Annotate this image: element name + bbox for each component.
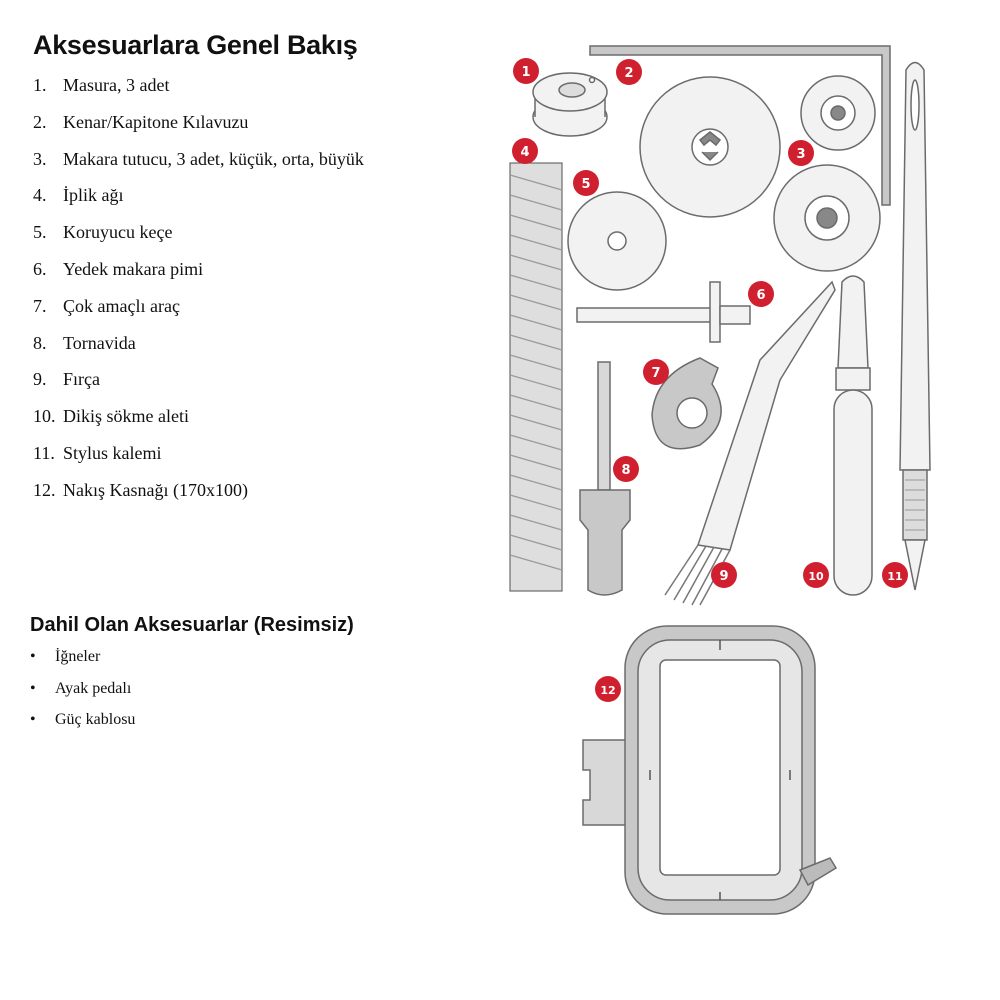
list-item: 8. Tornavida xyxy=(33,331,364,368)
badge-7: 7 xyxy=(643,359,669,385)
item-number: 8. xyxy=(33,332,47,353)
badge-12: 12 xyxy=(595,676,621,702)
bullet-icon: • xyxy=(30,711,36,728)
item-text: Masura, 3 adet xyxy=(63,75,170,95)
item-text: Makara tutucu, 3 adet, küçük, orta, büyü… xyxy=(63,148,364,169)
bullet-text: Ayak pedalı xyxy=(55,679,132,697)
svg-text:12: 12 xyxy=(600,684,615,697)
svg-text:8: 8 xyxy=(621,463,630,478)
item-text: Kenar/Kapitone Kılavuzu xyxy=(63,111,249,132)
bullet-icon: • xyxy=(30,679,36,697)
bullet-item: • Ayak pedalı xyxy=(30,678,135,710)
bobbin-illustration xyxy=(532,72,608,137)
item-text: Dikiş sökme aleti xyxy=(63,406,189,427)
bullet-text: Güç kablosu xyxy=(55,711,136,728)
item-text: Yedek makara pimi xyxy=(63,258,204,279)
badge-4: 4 xyxy=(512,138,538,164)
item-text: Koruyucu keçe xyxy=(63,222,173,243)
spool-cap-small-illustration xyxy=(800,75,876,151)
badge-2: 2 xyxy=(616,59,642,85)
bullet-icon: • xyxy=(30,648,36,665)
item-number: 11. xyxy=(33,442,55,463)
list-item: 1. Masura, 3 adet xyxy=(33,73,364,110)
item-number: 5. xyxy=(33,222,47,243)
item-number: 2. xyxy=(33,111,47,132)
list-item: 4. İplik ağı xyxy=(33,183,364,220)
included-title: Dahil Olan Aksesuarlar (Resimsiz) xyxy=(30,614,354,636)
badge-8: 8 xyxy=(613,456,639,482)
list-item: 3. Makara tutucu, 3 adet, küçük, orta, bü… xyxy=(33,147,364,184)
spool-pin-illustration xyxy=(576,281,751,343)
item-text: Tornavida xyxy=(63,332,136,353)
item-text: Çok amaçlı araç xyxy=(63,295,180,316)
bullet-item: • İğneler xyxy=(30,646,135,678)
badge-9: 9 xyxy=(711,562,737,588)
item-number: 6. xyxy=(33,258,47,279)
item-number: 9. xyxy=(33,369,47,390)
list-item: 9. Fırça xyxy=(33,367,364,404)
item-number: 10. xyxy=(33,406,56,427)
list-item: 6. Yedek makara pimi xyxy=(33,257,364,294)
included-list: • İğneler • Ayak pedalı • Güç kablosu xyxy=(30,646,135,741)
badge-3: 3 xyxy=(788,140,814,166)
list-item: 11. Stylus kalemi xyxy=(33,441,364,478)
item-text: Fırça xyxy=(63,369,100,390)
badge-5: 5 xyxy=(573,170,599,196)
brush-illustration xyxy=(664,280,836,606)
svg-text:6: 6 xyxy=(756,288,765,303)
felt-illustration xyxy=(567,191,667,291)
svg-text:10: 10 xyxy=(808,570,824,583)
svg-text:4: 4 xyxy=(520,145,529,160)
bullet-item: • Güç kablosu xyxy=(30,709,135,741)
svg-text:2: 2 xyxy=(624,66,633,81)
spool-cap-large-illustration xyxy=(639,76,781,218)
item-text: Nakış Kasnağı (170x100) xyxy=(63,479,248,500)
svg-text:5: 5 xyxy=(581,177,590,192)
list-item: 2. Kenar/Kapitone Kılavuzu xyxy=(33,110,364,147)
badge-11: 11 xyxy=(882,562,908,588)
item-text: İplik ağı xyxy=(63,185,124,206)
list-item: 5. Koruyucu keçe xyxy=(33,220,364,257)
list-item: 12. Nakış Kasnağı (170x100) xyxy=(33,478,364,515)
list-item: 7. Çok amaçlı araç xyxy=(33,294,364,331)
svg-text:3: 3 xyxy=(796,147,805,162)
bullet-text: İğneler xyxy=(55,648,101,665)
badge-6: 6 xyxy=(748,281,774,307)
multipurpose-tool-illustration xyxy=(651,357,722,450)
quilting-guide-illustration xyxy=(589,45,891,206)
item-text: Stylus kalemi xyxy=(63,442,162,463)
badge-1: 1 xyxy=(513,58,539,84)
page-title: Aksesuarlara Genel Bakış xyxy=(33,30,358,60)
item-number: 4. xyxy=(33,185,47,206)
embroidery-hoop-illustration xyxy=(582,625,838,915)
list-item: 10. Dikiş sökme aleti xyxy=(33,404,364,441)
item-number: 1. xyxy=(33,75,47,95)
screwdriver-illustration xyxy=(579,361,631,596)
accessory-list: 1. Masura, 3 adet 2. Kenar/Kapitone Kılavu… xyxy=(33,73,364,515)
item-number: 12. xyxy=(33,479,56,500)
item-number: 7. xyxy=(33,295,47,316)
svg-text:11: 11 xyxy=(887,570,902,583)
spool-cap-medium-illustration xyxy=(773,164,881,272)
badge-10: 10 xyxy=(803,562,829,588)
svg-text:1: 1 xyxy=(521,65,530,80)
svg-text:9: 9 xyxy=(719,569,728,584)
seam-ripper-illustration xyxy=(833,275,873,596)
item-number: 3. xyxy=(33,148,47,169)
stylus-illustration xyxy=(899,61,931,591)
svg-text:7: 7 xyxy=(651,366,660,381)
thread-net-illustration xyxy=(509,162,563,592)
